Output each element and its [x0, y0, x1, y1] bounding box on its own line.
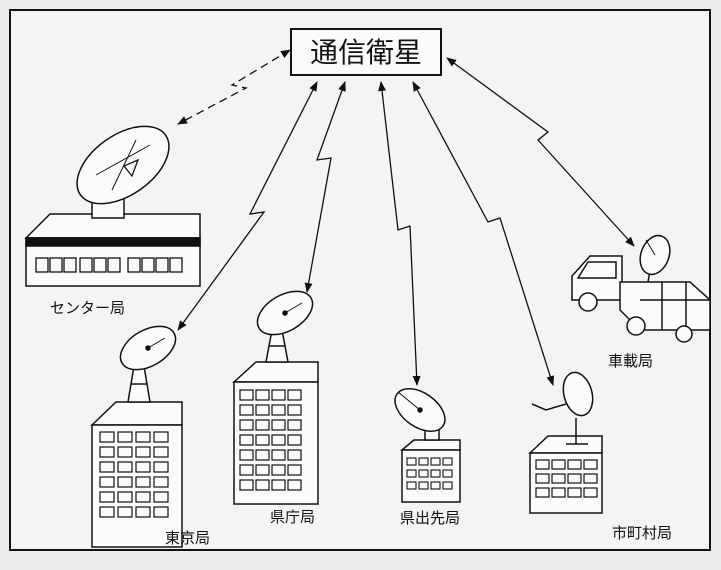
center-dish-icon — [76, 125, 170, 205]
kencho-station: 県庁局 — [232, 290, 319, 526]
communication-links — [177, 49, 635, 386]
ken-branch-windows — [406, 457, 453, 490]
link-vehicle — [446, 57, 635, 247]
kencho-label: 県庁局 — [270, 508, 315, 526]
ken-branch-dish-icon — [394, 387, 446, 433]
tokyo-station: 東京局 — [90, 325, 210, 548]
kencho-dish-icon — [256, 290, 314, 336]
link-kencho — [304, 81, 346, 293]
center-label: センター局 — [50, 299, 125, 317]
truck-icon — [571, 255, 711, 343]
tokyo-label: 東京局 — [165, 529, 210, 547]
municipal-label: 市町村局 — [612, 524, 672, 542]
ken-branch-station: 県出先局 — [394, 387, 461, 527]
satellite-label: 通信衛星 — [310, 36, 422, 69]
vehicle-station: 車載局 — [571, 234, 711, 370]
vehicle-dish-icon — [639, 234, 671, 283]
vehicle-label: 車載局 — [608, 352, 653, 370]
link-tokyo — [177, 81, 318, 331]
municipal-station: 市町村局 — [528, 371, 672, 542]
center-windows — [35, 257, 183, 273]
kencho-windows — [239, 389, 302, 491]
municipal-windows — [535, 459, 598, 498]
tokyo-dish-icon — [119, 325, 177, 371]
municipal-dish-icon — [531, 371, 594, 445]
tokyo-windows — [99, 431, 169, 518]
ken-branch-label: 県出先局 — [400, 509, 460, 527]
center-station: センター局 — [24, 125, 201, 317]
satellite-box: 通信衛星 — [290, 28, 442, 76]
